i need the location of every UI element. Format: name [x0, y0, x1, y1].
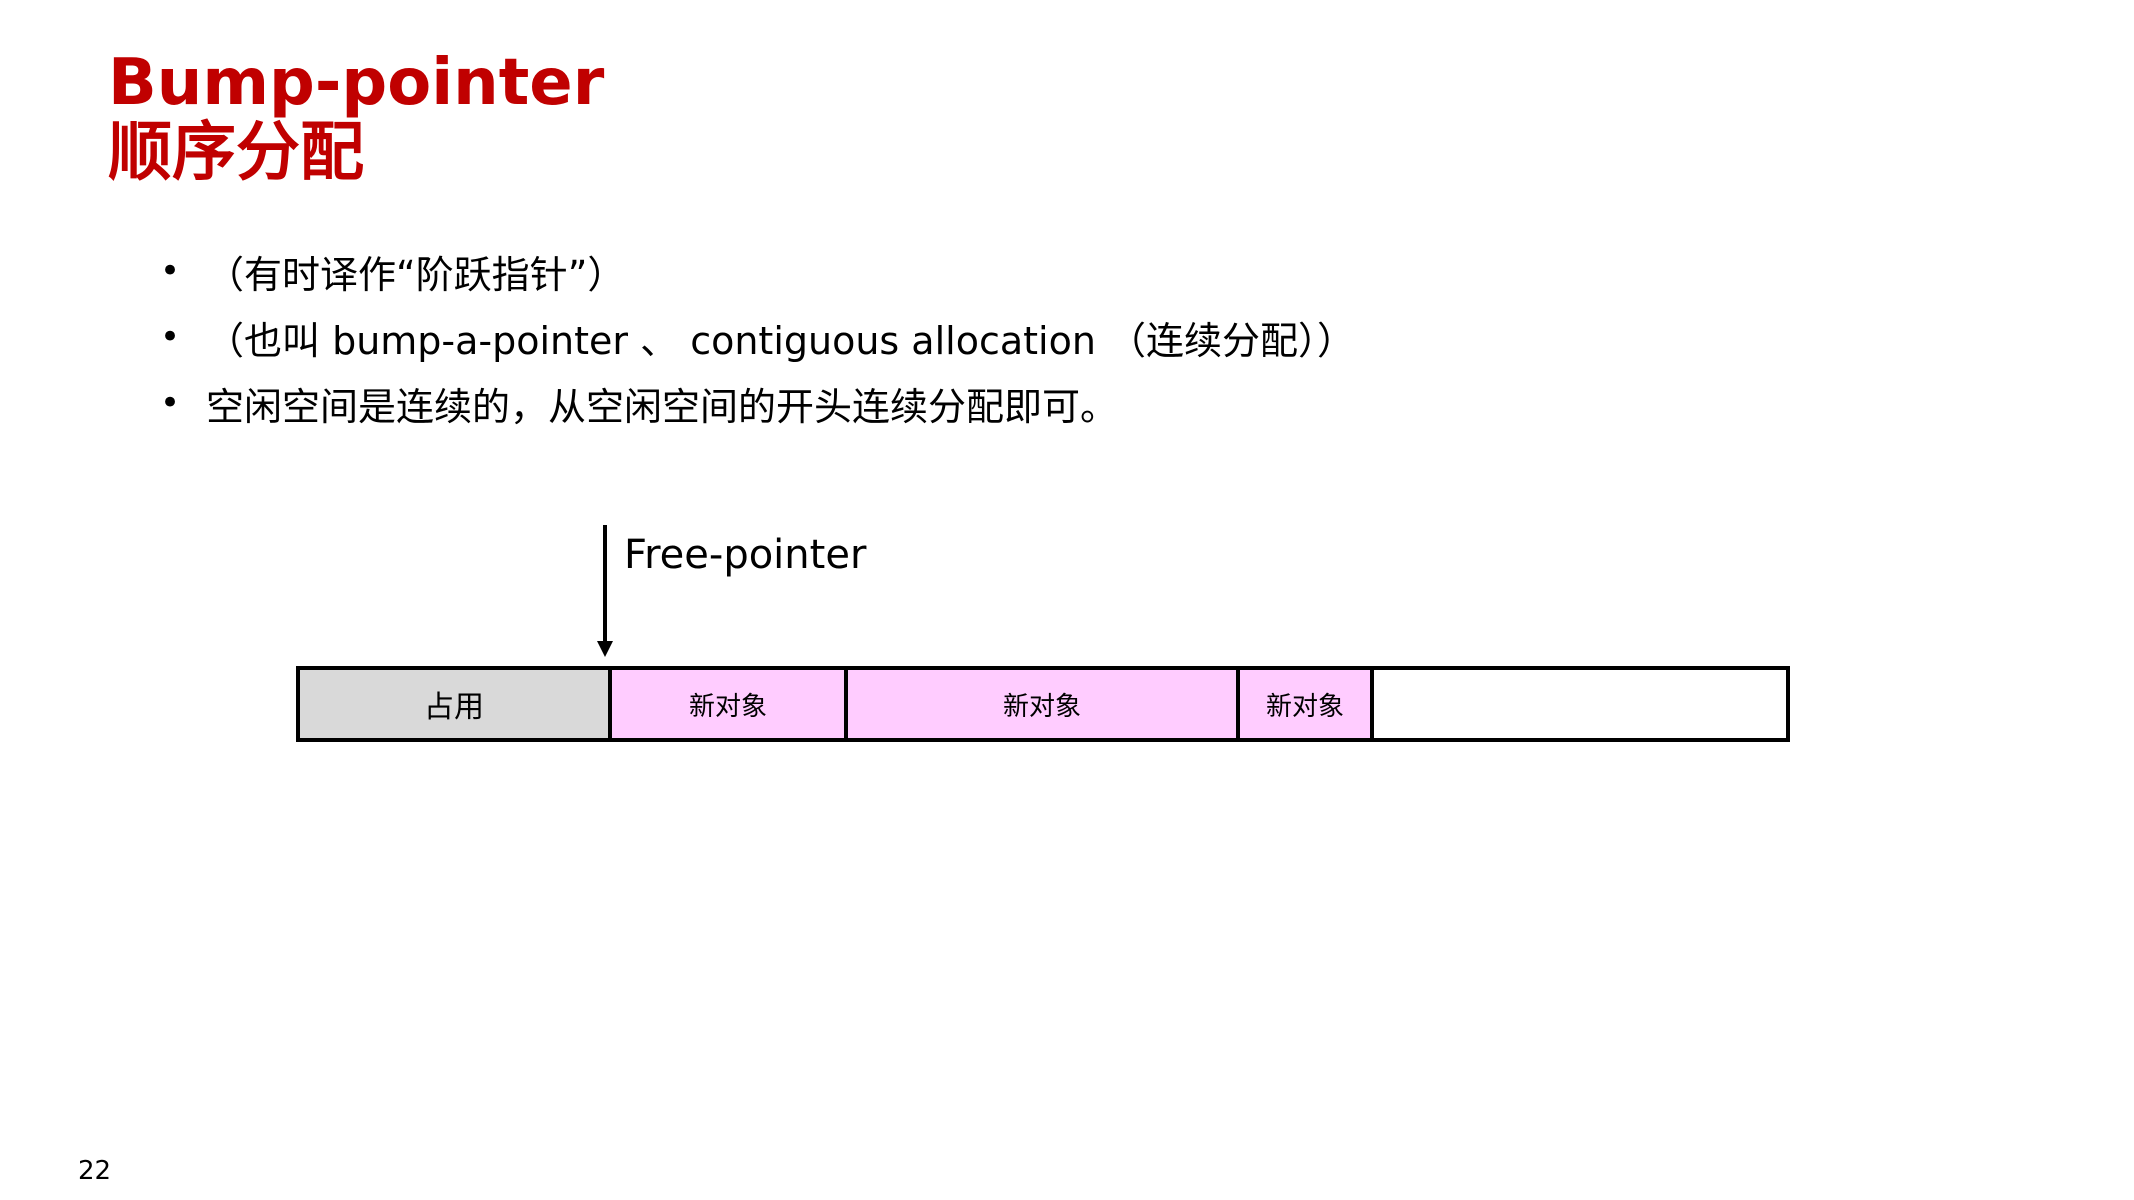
bullet-marker: •	[160, 383, 181, 423]
slide-title-line-2: 顺序分配	[108, 116, 364, 190]
free-pointer-label: Free-pointer	[624, 532, 867, 578]
slide-title-line-1: Bump-pointer	[108, 46, 605, 120]
bullet-marker: •	[160, 317, 181, 357]
bullet-text: （有时译作“阶跃指针”）	[206, 252, 626, 297]
bullet-item: • （也叫 bump-a-pointer 、 contiguous alloca…	[160, 304, 1355, 370]
bullet-text: 空闲空间是连续的，从空闲空间的开头连续分配即可。	[206, 384, 1119, 429]
bullet-marker: •	[160, 251, 181, 291]
memory-bar: 占用 新对象 新对象 新对象	[296, 666, 1790, 742]
segment-new-object: 新对象	[1236, 670, 1370, 738]
bullet-text: （也叫 bump-a-pointer 、 contiguous allocati…	[206, 318, 1356, 363]
segment-used: 占用	[300, 670, 608, 738]
slide-title: Bump-pointer 顺序分配	[108, 48, 604, 188]
free-pointer-arrow-shaft	[603, 525, 607, 643]
segment-new-object: 新对象	[844, 670, 1236, 738]
segment-new-object: 新对象	[608, 670, 844, 738]
free-pointer-arrow-icon	[597, 641, 613, 657]
segment-free-space	[1370, 670, 1786, 738]
bullet-item: • 空闲空间是连续的，从空闲空间的开头连续分配即可。	[160, 370, 1355, 436]
bullet-item: • （有时译作“阶跃指针”）	[160, 238, 1355, 304]
page-number: 22	[78, 1156, 112, 1186]
bullet-list: • （有时译作“阶跃指针”） • （也叫 bump-a-pointer 、 co…	[160, 238, 1355, 436]
